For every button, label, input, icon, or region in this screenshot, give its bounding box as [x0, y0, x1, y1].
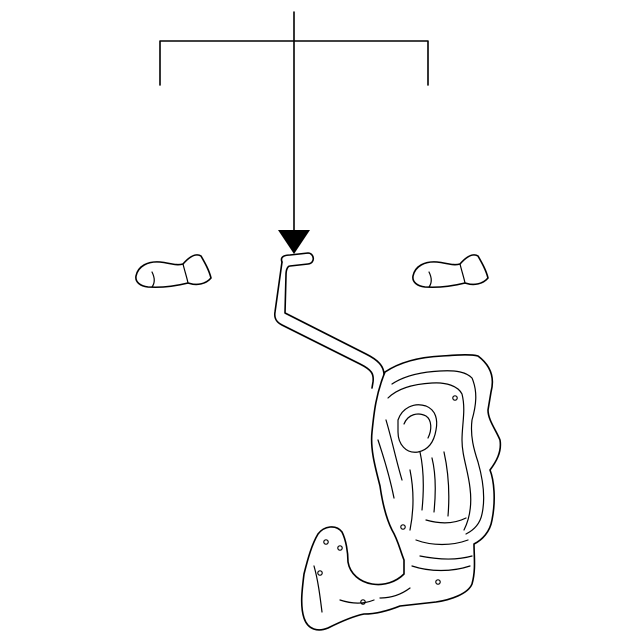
mount-hole	[337, 545, 343, 551]
support-rod	[273, 252, 385, 389]
mount-hole	[317, 570, 323, 576]
mounting-bracket	[300, 354, 502, 631]
mount-hole	[452, 395, 458, 401]
mount-hole	[400, 524, 406, 530]
left-clip	[135, 254, 212, 289]
right-clip	[412, 254, 489, 289]
mount-hole	[435, 579, 441, 585]
callout-leader	[159, 11, 429, 254]
arrow-head-icon	[278, 230, 310, 254]
mount-hole	[323, 539, 329, 545]
mount-hole	[360, 599, 366, 605]
